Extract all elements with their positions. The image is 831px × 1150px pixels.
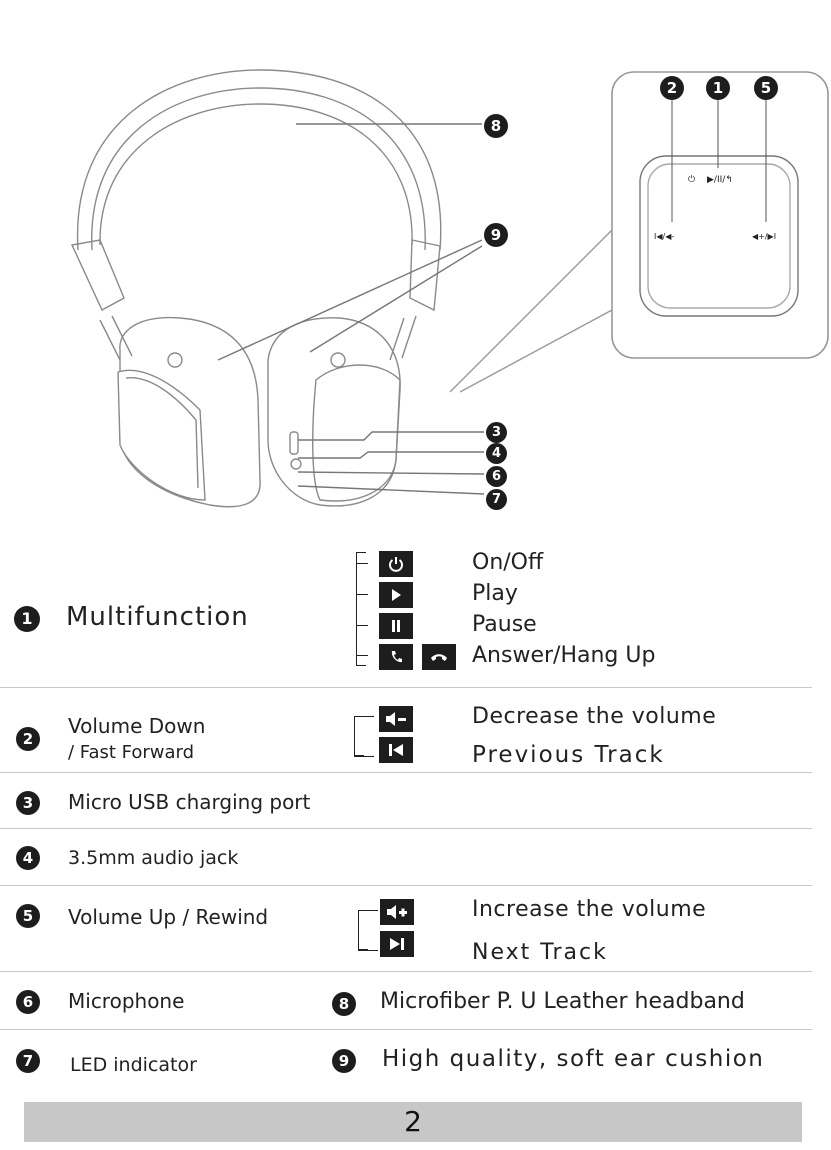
page-number-bar: 2 bbox=[24, 1102, 802, 1142]
bracket bbox=[358, 910, 368, 950]
next-volup-label: ◀+/▶I bbox=[752, 232, 777, 241]
volume-up-icon bbox=[380, 899, 414, 925]
divider bbox=[0, 971, 812, 972]
page-number: 2 bbox=[404, 1105, 422, 1138]
action-play: Play bbox=[472, 581, 518, 606]
divider bbox=[0, 772, 812, 773]
tick bbox=[354, 756, 374, 757]
item-number-8: 8 bbox=[332, 992, 356, 1016]
tick bbox=[356, 594, 368, 595]
item-number-9: 9 bbox=[332, 1049, 356, 1073]
headphone-illustration bbox=[70, 69, 829, 508]
divider bbox=[0, 1029, 812, 1030]
hang-up-icon bbox=[422, 644, 456, 670]
item-number-5: 5 bbox=[16, 904, 40, 928]
item-label-microphone: Microphone bbox=[68, 989, 185, 1013]
callout-5: 5 bbox=[754, 76, 778, 100]
power-symbol-label: ⏻ bbox=[688, 175, 696, 185]
item-number-7: 7 bbox=[16, 1049, 40, 1073]
tick bbox=[356, 625, 368, 626]
callout-2: 2 bbox=[660, 76, 684, 100]
divider bbox=[0, 687, 812, 688]
action-decrease-volume: Decrease the volume bbox=[472, 704, 717, 729]
callout-4: 4 bbox=[486, 443, 507, 464]
item-label-headband: Microfiber P. U Leather headband bbox=[380, 989, 745, 1014]
callout-7: 7 bbox=[486, 489, 507, 510]
volume-down-icon bbox=[379, 706, 413, 732]
item-label-ear-cushion: High quality, soft ear cushion bbox=[382, 1046, 765, 1072]
item-label-line1: Volume Down bbox=[68, 714, 206, 738]
power-icon bbox=[379, 551, 413, 577]
callout-3: 3 bbox=[486, 422, 507, 443]
action-next-track: Next Track bbox=[472, 940, 608, 965]
answer-icon bbox=[379, 644, 413, 670]
prev-voldown-label: I◀/◀- bbox=[654, 232, 675, 241]
headphone-diagram: ⏻ ▶/II/↰ I◀/◀- ◀+/▶I 2 1 5 8 9 3 4 6 7 bbox=[0, 0, 831, 530]
pause-icon bbox=[379, 613, 413, 639]
item-number-2: 2 bbox=[16, 727, 40, 751]
item-number-4: 4 bbox=[16, 846, 40, 870]
previous-track-icon bbox=[379, 737, 413, 763]
item-label-line2: / Fast Forward bbox=[68, 742, 195, 763]
item-label: Multifunction bbox=[66, 602, 249, 632]
divider bbox=[0, 828, 812, 829]
item-number-1: 1 bbox=[14, 606, 40, 632]
bracket bbox=[354, 716, 364, 756]
bracket bbox=[356, 552, 366, 666]
item-label-led: LED indicator bbox=[70, 1054, 197, 1076]
tick bbox=[354, 716, 374, 717]
callout-1: 1 bbox=[706, 76, 730, 100]
callout-8: 8 bbox=[484, 114, 508, 138]
callout-6: 6 bbox=[486, 466, 507, 487]
item-number-6: 6 bbox=[16, 990, 40, 1014]
action-previous-track: Previous Track bbox=[472, 742, 665, 768]
tick bbox=[356, 563, 368, 564]
play-icon bbox=[379, 582, 413, 608]
item-number-3: 3 bbox=[16, 791, 40, 815]
action-pause: Pause bbox=[472, 612, 537, 637]
item-label-audio-jack: 3.5mm audio jack bbox=[68, 847, 239, 869]
tick bbox=[356, 655, 368, 656]
play-pause-label: ▶/II/↰ bbox=[707, 175, 733, 185]
divider bbox=[0, 885, 812, 886]
action-increase-volume: Increase the volume bbox=[472, 897, 707, 922]
tick bbox=[358, 950, 378, 951]
callout-9: 9 bbox=[484, 223, 508, 247]
action-answer-hang-up: Answer/Hang Up bbox=[472, 643, 656, 668]
tick bbox=[358, 910, 378, 911]
next-track-icon bbox=[380, 931, 414, 957]
action-on-off: On/Off bbox=[472, 550, 544, 575]
item-label-usb-port: Micro USB charging port bbox=[68, 790, 311, 814]
item-label: Volume Up / Rewind bbox=[68, 905, 269, 929]
